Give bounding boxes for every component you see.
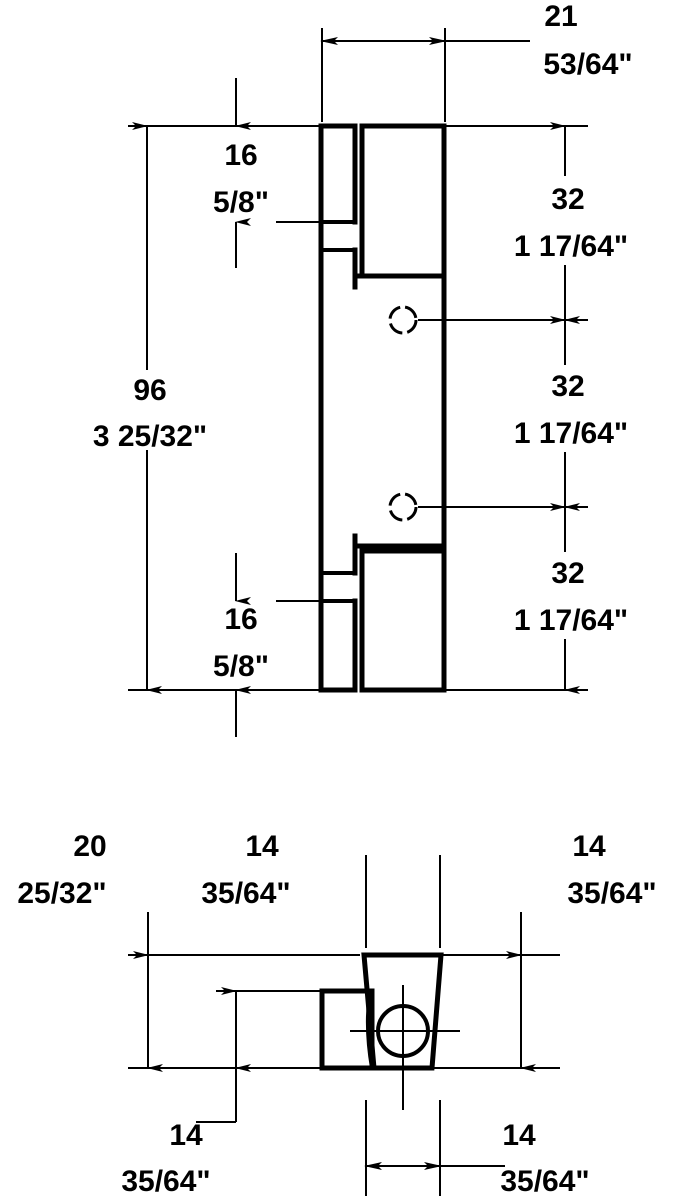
- bottom-knuckle-block: [359, 548, 447, 693]
- dim-front-overall-height: 96 3 25/32": [93, 122, 207, 694]
- dim-top-bottom-left-metric: 14: [169, 1119, 203, 1152]
- dim-top-center-width-imperial: 35/64": [500, 1165, 589, 1197]
- dim-top-right-height-metric: 14: [572, 830, 606, 863]
- dim-top-bottom-left: 14 35/64": [121, 1110, 237, 1197]
- screw-hole-top-icon: [388, 305, 418, 335]
- dim-front-bottom-offset-imperial: 5/8": [213, 650, 269, 683]
- dim-front-bottom-knuckle-offset: 16 5/8": [213, 553, 269, 737]
- top-view: 20 25/32" 14 35/64" 14 35/64" 14 35/64": [17, 830, 656, 1197]
- dim-front-seg2-metric: 32: [551, 370, 584, 403]
- dim-front-seg1-imperial: 1 17/64": [514, 230, 628, 263]
- dim-front-top-offset-metric: 16: [224, 139, 257, 172]
- dim-top-left-overall-metric: 20: [73, 830, 106, 863]
- dim-top-right-height: 14 35/64": [506, 830, 657, 1072]
- dim-top-left-overall: 20 25/32": [17, 830, 163, 1072]
- dim-front-height-metric: 96: [133, 374, 166, 407]
- dim-top-left-inner: 14 35/64": [201, 830, 360, 1072]
- dim-front-top-knuckle-offset: 16 5/8": [213, 78, 269, 268]
- dim-front-seg3-metric: 32: [551, 557, 584, 590]
- front-hinge-leaf-outline: [318, 123, 358, 693]
- center-body: [352, 273, 447, 549]
- dim-front-width-metric: 21: [544, 0, 577, 33]
- dim-front-segment-3: 32 1 17/64": [514, 503, 628, 694]
- dim-front-segment-1: 32 1 17/64": [514, 122, 628, 324]
- dim-front-width-imperial: 53/64": [543, 48, 632, 81]
- dim-front-segment-2: 32 1 17/64": [514, 316, 628, 511]
- dim-front-bottom-offset-metric: 16: [224, 603, 257, 636]
- leaf-bottom-knuckle-strip: [318, 598, 358, 693]
- dim-top-center-width: 14 35/64": [364, 1119, 590, 1197]
- dim-top-left-inner-metric: 14: [245, 830, 279, 863]
- screw-hole-bottom-icon: [388, 492, 418, 522]
- dim-top-left-inner-imperial: 35/64": [201, 877, 290, 910]
- front-hinge-body-outline: [352, 123, 447, 693]
- dim-top-left-overall-imperial: 25/32": [17, 877, 106, 910]
- front-screw-holes: [388, 305, 418, 522]
- dim-top-right-height-imperial: 35/64": [567, 877, 656, 910]
- top-view-pin-hole: [350, 985, 460, 1110]
- dim-front-width: 21 53/64": [320, 0, 633, 81]
- dim-front-seg3-imperial: 1 17/64": [514, 604, 628, 637]
- front-view: 21 53/64" 16 5/8" 96 3 25/32" 32 1 17/64…: [93, 0, 633, 737]
- dim-top-bottom-left-imperial: 35/64": [121, 1165, 210, 1197]
- dim-front-height-imperial: 3 25/32": [93, 420, 207, 453]
- dim-front-seg1-metric: 32: [551, 183, 584, 216]
- leaf-top-knuckle-strip: [318, 123, 358, 225]
- dim-top-center-width-metric: 14: [502, 1119, 536, 1152]
- dim-front-seg2-imperial: 1 17/64": [514, 417, 628, 450]
- dim-front-top-offset-imperial: 5/8": [213, 186, 269, 219]
